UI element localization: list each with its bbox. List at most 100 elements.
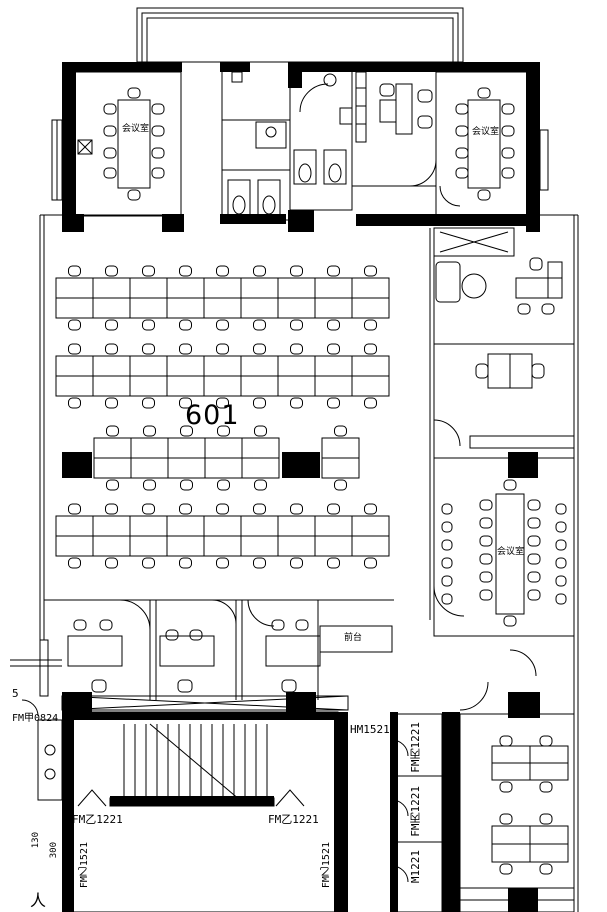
east-wall-chair — [441, 539, 453, 551]
row-2-chair — [290, 397, 303, 409]
row-4-chair — [364, 503, 377, 515]
stair-left-door-tag: FM甲0824 — [12, 713, 59, 724]
row-4-chair — [364, 557, 377, 569]
lobby-door-right-tag: FM乙1521 — [321, 842, 332, 889]
row-3-chair — [217, 425, 230, 437]
outer-wall-lines — [39, 214, 579, 912]
east-meeting-chair — [527, 517, 541, 529]
meeting-room-east — [433, 457, 575, 637]
row-3-chair — [180, 479, 193, 491]
row-4-chair — [142, 557, 155, 569]
row-3b-chair — [334, 425, 347, 437]
east-wall-chair — [555, 575, 567, 587]
reception-label: 前台 — [344, 633, 363, 643]
east-meeting-chair — [503, 615, 517, 627]
row-4-chair — [290, 503, 303, 515]
dimension-5: 5 — [12, 687, 19, 700]
row-3-chair — [143, 479, 156, 491]
row-1-chair — [105, 319, 118, 331]
row-1-chair — [142, 319, 155, 331]
row-2-chair — [216, 343, 229, 355]
row-1-chair — [179, 265, 192, 277]
meeting-room-nw-chairs — [103, 87, 165, 201]
east-wall-chair — [441, 521, 453, 533]
row-2-chair — [290, 343, 303, 355]
east-wall-chair — [441, 593, 453, 605]
east-meeting-chair — [527, 553, 541, 565]
row-1-chair — [327, 319, 340, 331]
dimension-300: 300 — [49, 842, 59, 859]
east-wall-chair — [555, 557, 567, 569]
row-1-chair — [253, 265, 266, 277]
east-meeting-chair — [503, 479, 517, 491]
row-4-chair — [216, 503, 229, 515]
east-meeting-chair — [479, 517, 493, 529]
row-1-chair — [68, 265, 81, 277]
row-1-chair — [327, 265, 340, 277]
east-meeting-chair — [479, 535, 493, 547]
row-4-chair — [179, 557, 192, 569]
row-1-chair — [216, 319, 229, 331]
left-lobby — [10, 639, 63, 801]
row-2-chair — [68, 343, 81, 355]
row-2-chair — [179, 397, 192, 409]
open-office-desks — [55, 265, 390, 569]
east-meeting-chair — [527, 499, 541, 511]
east-meeting-chair — [527, 589, 541, 601]
row-1-chair — [216, 265, 229, 277]
row-3-chair — [106, 425, 119, 437]
stair-door-left-tag: FM乙1221 — [72, 813, 123, 826]
row-1-chair — [290, 319, 303, 331]
row-2-chair — [142, 397, 155, 409]
row-1-chair — [364, 265, 377, 277]
edge-mark: 人 — [30, 891, 47, 910]
row-4-chair — [105, 557, 118, 569]
row-2-chair — [68, 397, 81, 409]
lobby-door-left-tag: FM乙1521 — [79, 842, 90, 889]
east-wall-chair — [555, 593, 567, 605]
row-1-chair — [179, 319, 192, 331]
row-1-chair — [142, 265, 155, 277]
dimension-130: 130 — [31, 832, 41, 849]
row-4-chair — [327, 557, 340, 569]
row-2-chair — [253, 397, 266, 409]
east-corridor-door-tag: HM1521 — [350, 723, 390, 736]
row-4-chair — [68, 557, 81, 569]
east-meeting-chair — [527, 571, 541, 583]
row-4-chair — [179, 503, 192, 515]
meeting-room-east-label: 会议室 — [497, 547, 525, 557]
row-4-chair — [216, 557, 229, 569]
room-number-label: 601 — [185, 400, 240, 431]
row-3-chair — [254, 479, 267, 491]
row-2-chair — [142, 343, 155, 355]
row-3b-chair — [334, 479, 347, 491]
east-wall-chair — [555, 503, 567, 515]
east-meeting-chair — [479, 553, 493, 565]
row-2-chair — [105, 343, 118, 355]
east-small-office — [433, 353, 575, 449]
row-1-chair — [68, 319, 81, 331]
east-meeting-chair — [479, 499, 493, 511]
row-4-chair — [105, 503, 118, 515]
row-2-chair — [216, 397, 229, 409]
balcony — [136, 7, 464, 63]
row-4-chair — [68, 503, 81, 515]
row-2-chair — [364, 397, 377, 409]
east-wall-chair — [555, 521, 567, 533]
shaft-door-1-tag: FM丙1221 — [409, 722, 422, 773]
row-3-chair — [254, 425, 267, 437]
row-4-chair — [142, 503, 155, 515]
stair-door-right-tag: FM乙1221 — [268, 813, 319, 826]
row-4-chair — [290, 557, 303, 569]
row-3-chair — [217, 479, 230, 491]
lower-cubicles — [44, 599, 394, 700]
row-4-chair — [253, 503, 266, 515]
east-meeting-chair — [479, 589, 493, 601]
toilet-block — [221, 61, 353, 221]
row-3-chair — [180, 425, 193, 437]
lower-right-room — [459, 649, 575, 912]
row-2-chair — [253, 343, 266, 355]
meeting-room-nw-label: 会议室 — [122, 124, 150, 134]
meeting-room-ne-label: 会议室 — [472, 127, 500, 137]
